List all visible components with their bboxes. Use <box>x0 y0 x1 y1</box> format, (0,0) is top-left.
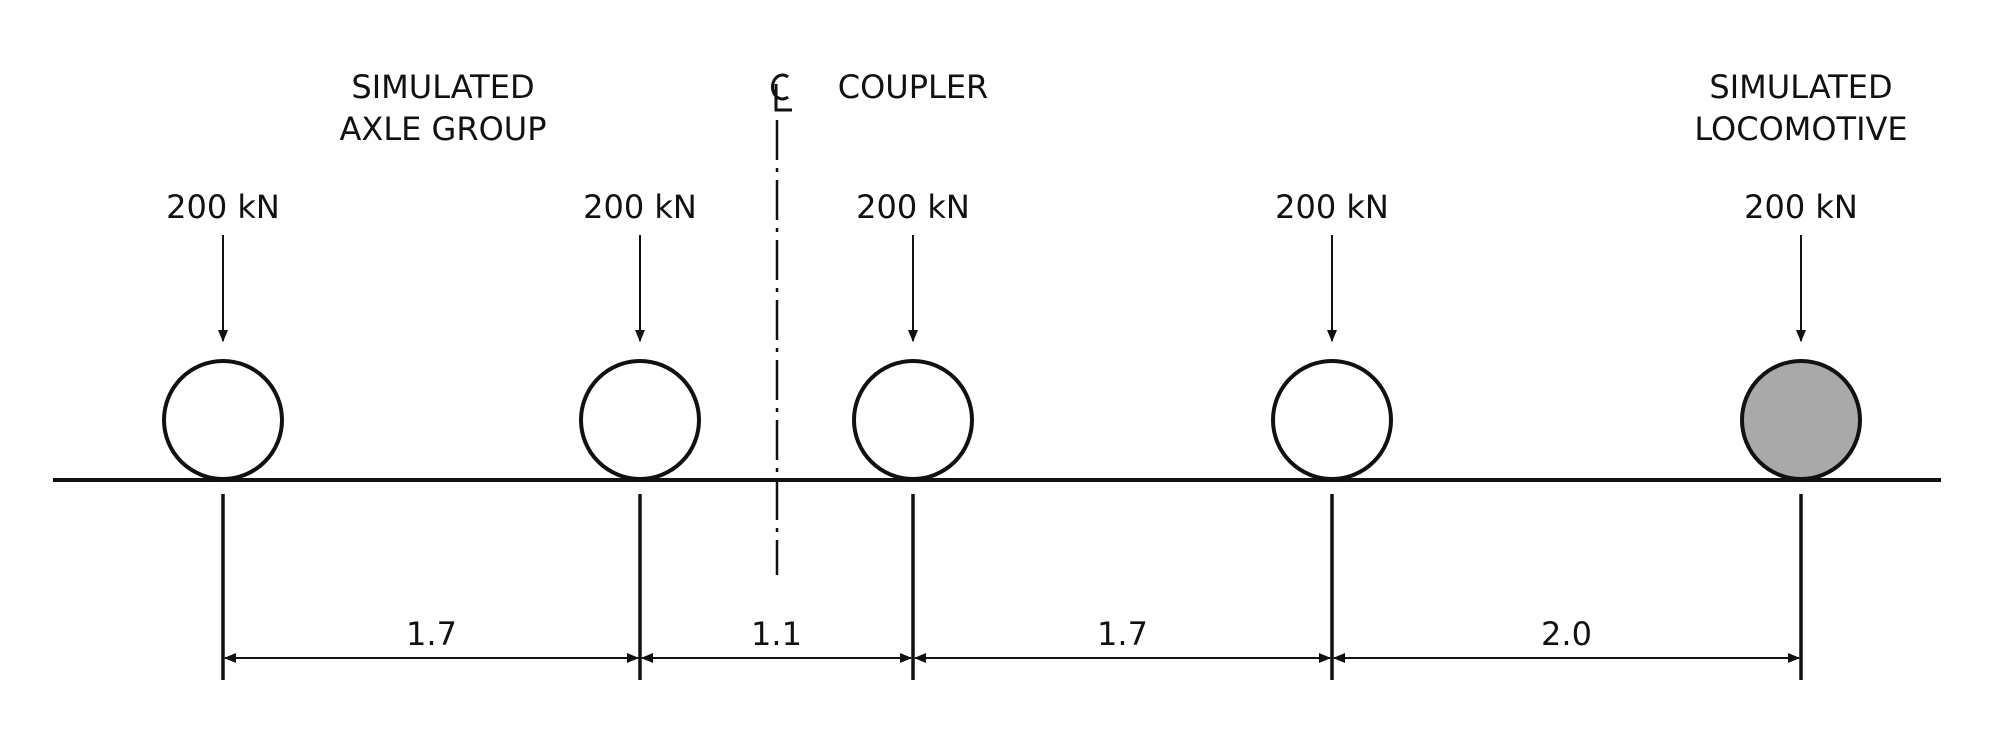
spacing-label: 1.7 <box>406 615 457 653</box>
wheel <box>579 359 701 481</box>
load-label: 200 kN <box>856 188 970 226</box>
wheel <box>852 359 974 481</box>
wheel <box>1271 359 1393 481</box>
load-label: 200 kN <box>583 188 697 226</box>
axle-group-label-line2: AXLE GROUP <box>340 110 547 148</box>
coupler-label: COUPLER <box>838 68 989 106</box>
spacing-label: 2.0 <box>1541 615 1592 653</box>
load-label: 200 kN <box>166 188 280 226</box>
axle-group-label-line1: SIMULATED <box>351 68 534 106</box>
locomotive-label-line2: LOCOMOTIVE <box>1694 110 1907 148</box>
load-label: 200 kN <box>1744 188 1858 226</box>
locomotive-label-line1: SIMULATED <box>1709 68 1892 106</box>
wheel <box>162 359 284 481</box>
spacing-label: 1.7 <box>1097 615 1148 653</box>
centerline-symbol <box>770 73 792 112</box>
load-label: 200 kN <box>1275 188 1389 226</box>
locomotive-wheel <box>1740 359 1862 481</box>
spacing-label: 1.1 <box>751 615 802 653</box>
